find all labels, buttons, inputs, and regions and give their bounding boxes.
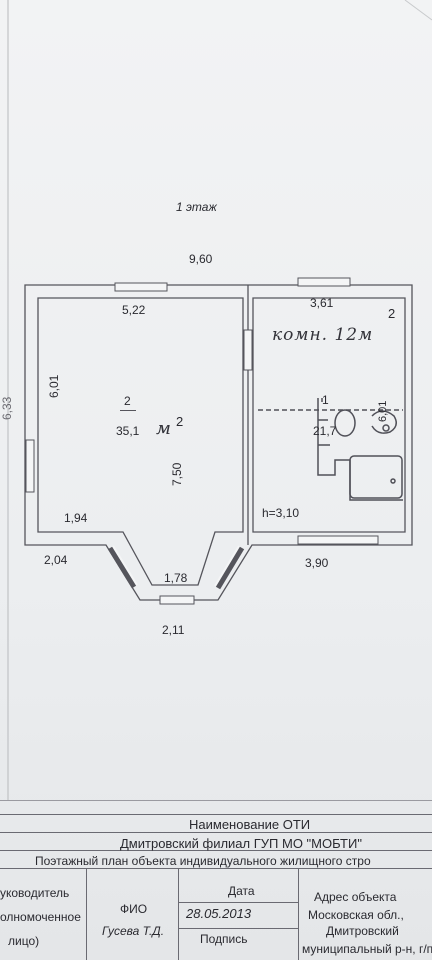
address-label: Адрес объекта (314, 890, 397, 904)
dim-left-height: 6,01 (47, 374, 61, 398)
window-bay-right (215, 546, 245, 590)
room-2-area-sup: 2 (176, 414, 184, 429)
bathtub (349, 455, 403, 499)
dim-small-room-bottom: 3,90 (305, 556, 329, 570)
signature-label: Подпись (200, 932, 248, 946)
fio-value: Гусева Т.Д. (102, 924, 165, 938)
window-top-left (114, 282, 168, 292)
room-2-number: 2 (124, 394, 131, 408)
head-label-1: уководитель (0, 886, 70, 900)
living-room-inner-wall (37, 297, 244, 586)
room-handwritten-note: комн. 12м (272, 325, 374, 345)
dim-bay-side: 2,04 (44, 553, 68, 567)
table-col-2 (178, 868, 179, 960)
dim-total-width: 9,60 (189, 252, 213, 266)
table-line-3 (0, 850, 432, 851)
table-line-4 (0, 868, 432, 869)
toilet (334, 409, 356, 437)
sink-drain (382, 424, 390, 432)
date-value: 28.05.2013 (186, 906, 252, 921)
window-bay-right-glass (214, 545, 240, 587)
interior-door (243, 329, 253, 371)
room-1-area: 21,7 (313, 424, 337, 438)
head-label-3: лицо) (8, 934, 40, 948)
windows (25, 277, 379, 605)
outer-wall (24, 284, 413, 601)
dim-bath-depth: 6,01 (377, 400, 389, 422)
room-2-fraction-bar (120, 410, 136, 411)
tub-drain (390, 478, 396, 484)
table-line-1 (0, 814, 432, 815)
bathroom-fixture-marks (318, 419, 330, 446)
room-2-area: 35,1 (116, 424, 140, 438)
room-inner-wall (252, 297, 406, 533)
table-line-6 (178, 928, 298, 929)
dim-bay-outer: 2,11 (162, 623, 185, 637)
date-label: Дата (228, 884, 255, 898)
table-col-1 (86, 868, 87, 960)
table-col-3 (298, 868, 299, 960)
fio-label: ФИО (120, 902, 148, 916)
bathroom-sketch (258, 398, 403, 501)
dim-outer-edge: 6,33 (0, 396, 14, 420)
address-line-1: Московская обл., (308, 908, 404, 922)
sink (371, 410, 397, 434)
floor-plan-drawing (7, 0, 432, 800)
title-block: Наименование ОТИ Дмитровский филиал ГУП … (0, 800, 432, 960)
corner-line (404, 0, 432, 21)
window-bottom-right (297, 535, 379, 545)
oti-name-label: Наименование ОТИ (189, 817, 311, 832)
window-bottom (159, 595, 195, 605)
dim-bottom-left-inner: 1,94 (64, 511, 88, 525)
window-bay-left-glass (112, 545, 138, 586)
dim-big-room-width: 5,22 (122, 303, 146, 317)
walls (24, 284, 413, 601)
plan-title: Поэтажный план объекта индивидуального ж… (35, 854, 371, 868)
window-top-right (297, 277, 351, 287)
table-top-line (0, 800, 432, 801)
room-note-superscript: 2 (388, 306, 396, 321)
dim-small-room-width: 3,61 (310, 296, 334, 310)
floor-label: 1 этаж (176, 200, 217, 214)
table-line-2 (0, 832, 432, 833)
window-left (25, 439, 35, 493)
address-line-3: муниципальный р-н, г/п (302, 942, 432, 956)
head-label-2: олномоченное (0, 910, 81, 924)
bathroom-partition (317, 398, 403, 501)
ceiling-height: h=3,10 (262, 506, 300, 520)
room-2-area-unit: м (156, 418, 172, 439)
dim-big-room-depth: 7,50 (170, 462, 184, 486)
dim-bay-inner: 1,78 (164, 571, 188, 585)
oti-name: Дмитровский филиал ГУП МО "МОБТИ" (120, 836, 362, 851)
table-line-5 (178, 902, 298, 903)
room-1-number: 1 (322, 393, 329, 407)
window-bay-left (107, 546, 137, 589)
address-line-2: Дмитровский (326, 924, 399, 938)
